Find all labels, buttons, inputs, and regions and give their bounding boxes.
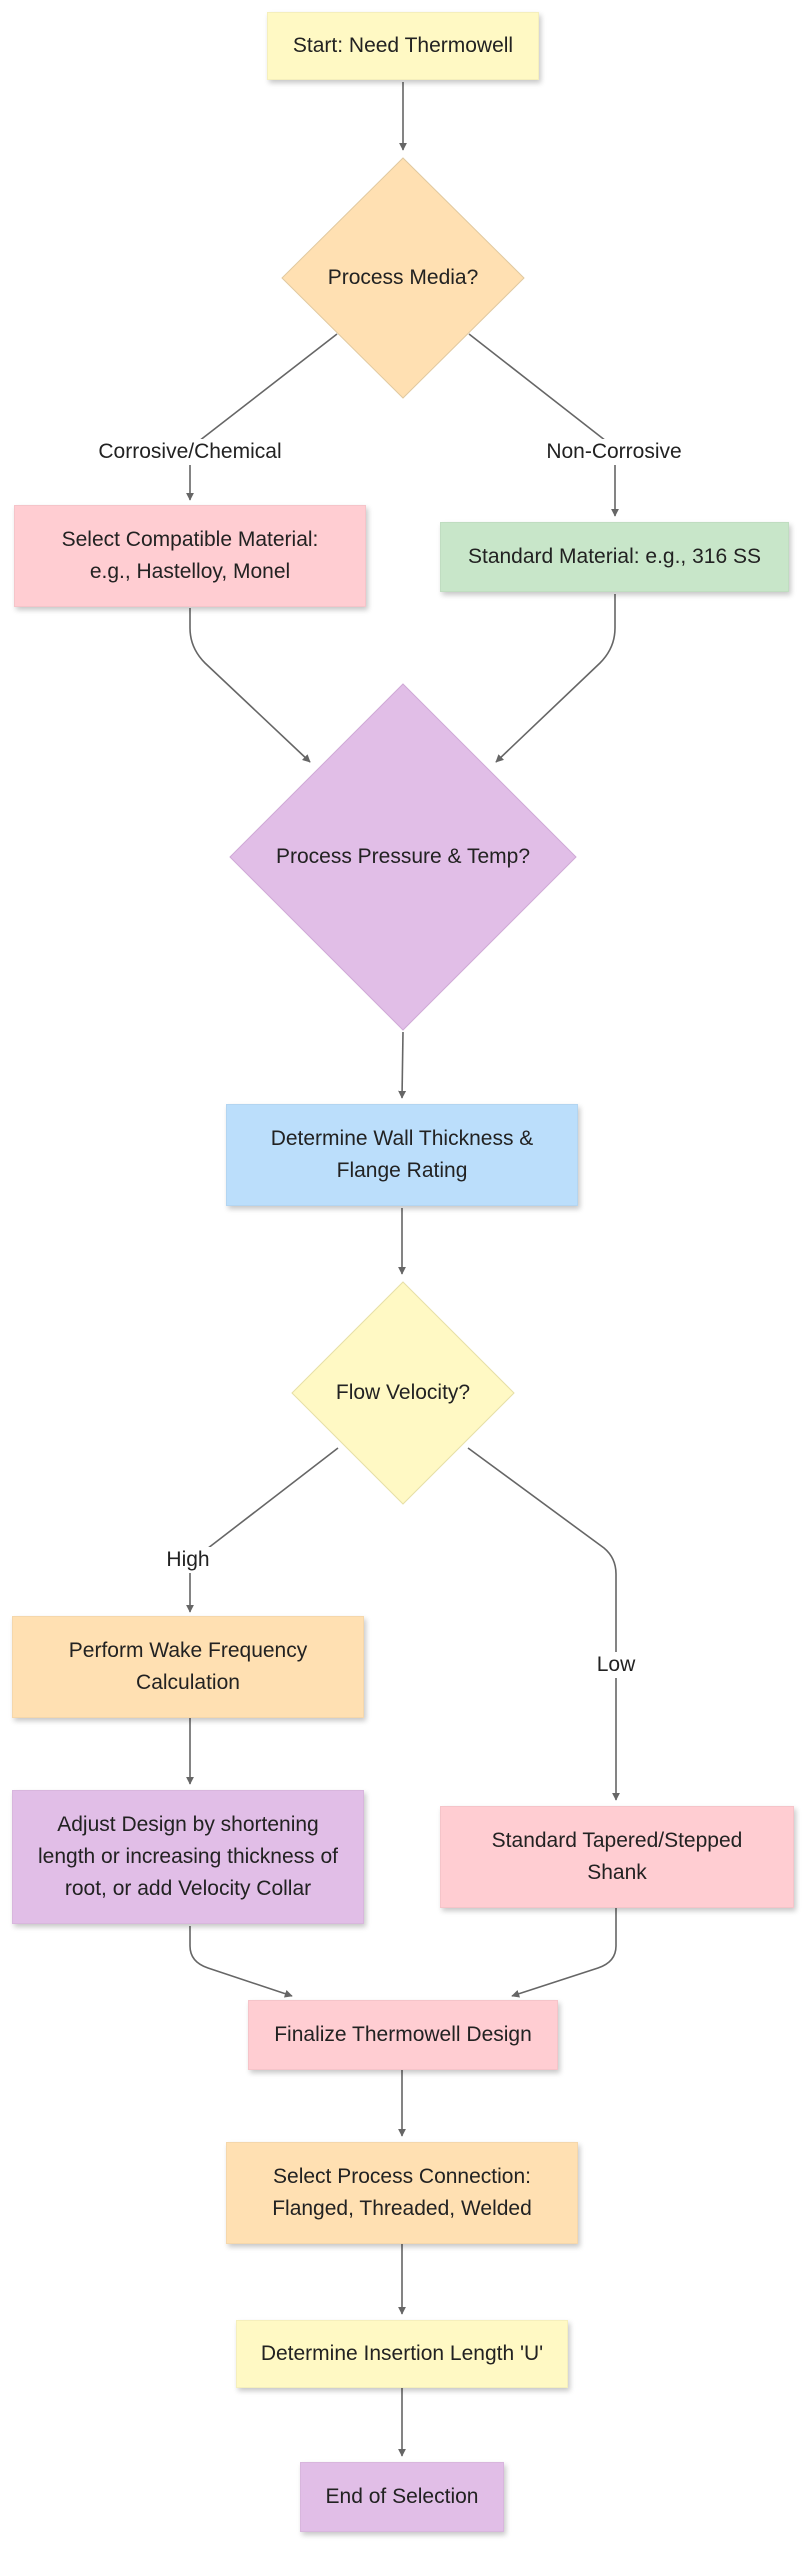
decision-process-media[interactable]: Process Media? — [280, 156, 526, 400]
edge-label-non-corrosive: Non-Corrosive — [542, 439, 686, 465]
diamond-shape — [291, 1281, 515, 1505]
edge-tapered-to-finalize — [511, 1908, 617, 1998]
decision-flow-velocity-label: Flow Velocity? — [335, 1381, 471, 1404]
node-adjust-design[interactable]: Adjust Design by shortening length or in… — [12, 1790, 364, 1924]
edge-adjust-to-finalize — [189, 1926, 293, 1998]
decision-flow-velocity[interactable]: Flow Velocity? — [290, 1280, 516, 1506]
node-start[interactable]: Start: Need Thermowell — [267, 12, 539, 80]
diamond-shape — [229, 683, 577, 1031]
node-wall-thickness[interactable]: Determine Wall Thickness & Flange Rating — [226, 1104, 578, 1206]
edge-label-corrosive: Corrosive/Chemical — [94, 439, 286, 465]
node-end[interactable]: End of Selection — [300, 2462, 504, 2532]
node-finalize-design[interactable]: Finalize Thermowell Design — [248, 2000, 558, 2070]
edge-compatible-to-pressure — [189, 608, 311, 763]
node-standard-material[interactable]: Standard Material: e.g., 316 SS — [440, 522, 789, 592]
node-process-connection[interactable]: Select Process Connection: Flanged, Thre… — [226, 2142, 578, 2244]
node-compatible-material[interactable]: Select Compatible Material: e.g., Hastel… — [14, 505, 366, 607]
edge-flow-to-tapered — [467, 1447, 620, 1801]
decision-pressure-temp[interactable]: Process Pressure & Temp? — [228, 682, 578, 1032]
edge-pressure-to-wall — [398, 1031, 407, 1099]
edge-standard-to-pressure — [495, 594, 616, 763]
node-wake-frequency[interactable]: Perform Wake Frequency Calculation — [12, 1616, 364, 1718]
edge-label-high: High — [162, 1547, 214, 1573]
node-insertion-length[interactable]: Determine Insertion Length 'U' — [236, 2320, 568, 2388]
diamond-shape — [281, 157, 525, 399]
decision-process-media-label: Process Media? — [327, 266, 479, 289]
node-tapered-shank[interactable]: Standard Tapered/Stepped Shank — [440, 1806, 794, 1908]
decision-pressure-temp-label: Process Pressure & Temp? — [275, 845, 531, 868]
edge-label-low: Low — [592, 1652, 640, 1678]
